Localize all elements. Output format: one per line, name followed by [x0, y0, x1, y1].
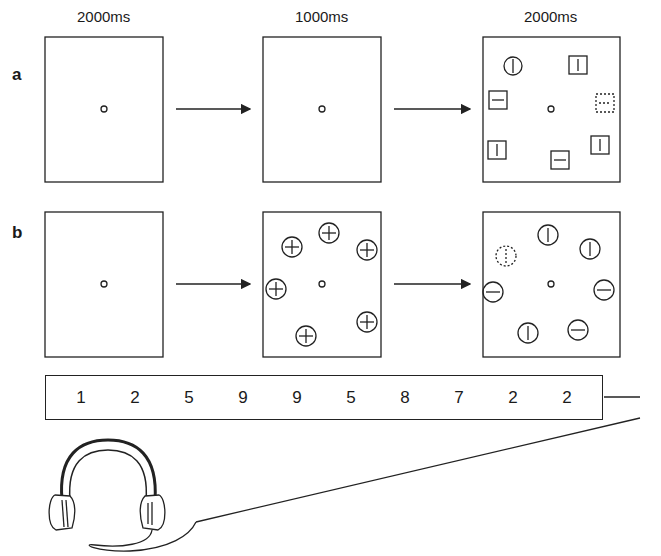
- digit: 7: [454, 388, 463, 408]
- panel-letter: b: [12, 224, 22, 242]
- timing-label: 1000ms: [295, 8, 348, 26]
- digit: 9: [292, 388, 301, 408]
- digit: 9: [238, 388, 247, 408]
- timing-label: 2000ms: [524, 8, 577, 26]
- panel-letter: a: [12, 66, 21, 84]
- digit-stream-box: 1 2 5 9 9 5 8 7 2 2: [45, 375, 603, 420]
- digit: 5: [184, 388, 193, 408]
- digit: 2: [508, 388, 517, 408]
- digit: 2: [130, 388, 139, 408]
- digit: 8: [400, 388, 409, 408]
- timing-label: 2000ms: [77, 8, 130, 26]
- digit: 2: [562, 388, 571, 408]
- digit: 5: [346, 388, 355, 408]
- digit: 1: [76, 388, 85, 408]
